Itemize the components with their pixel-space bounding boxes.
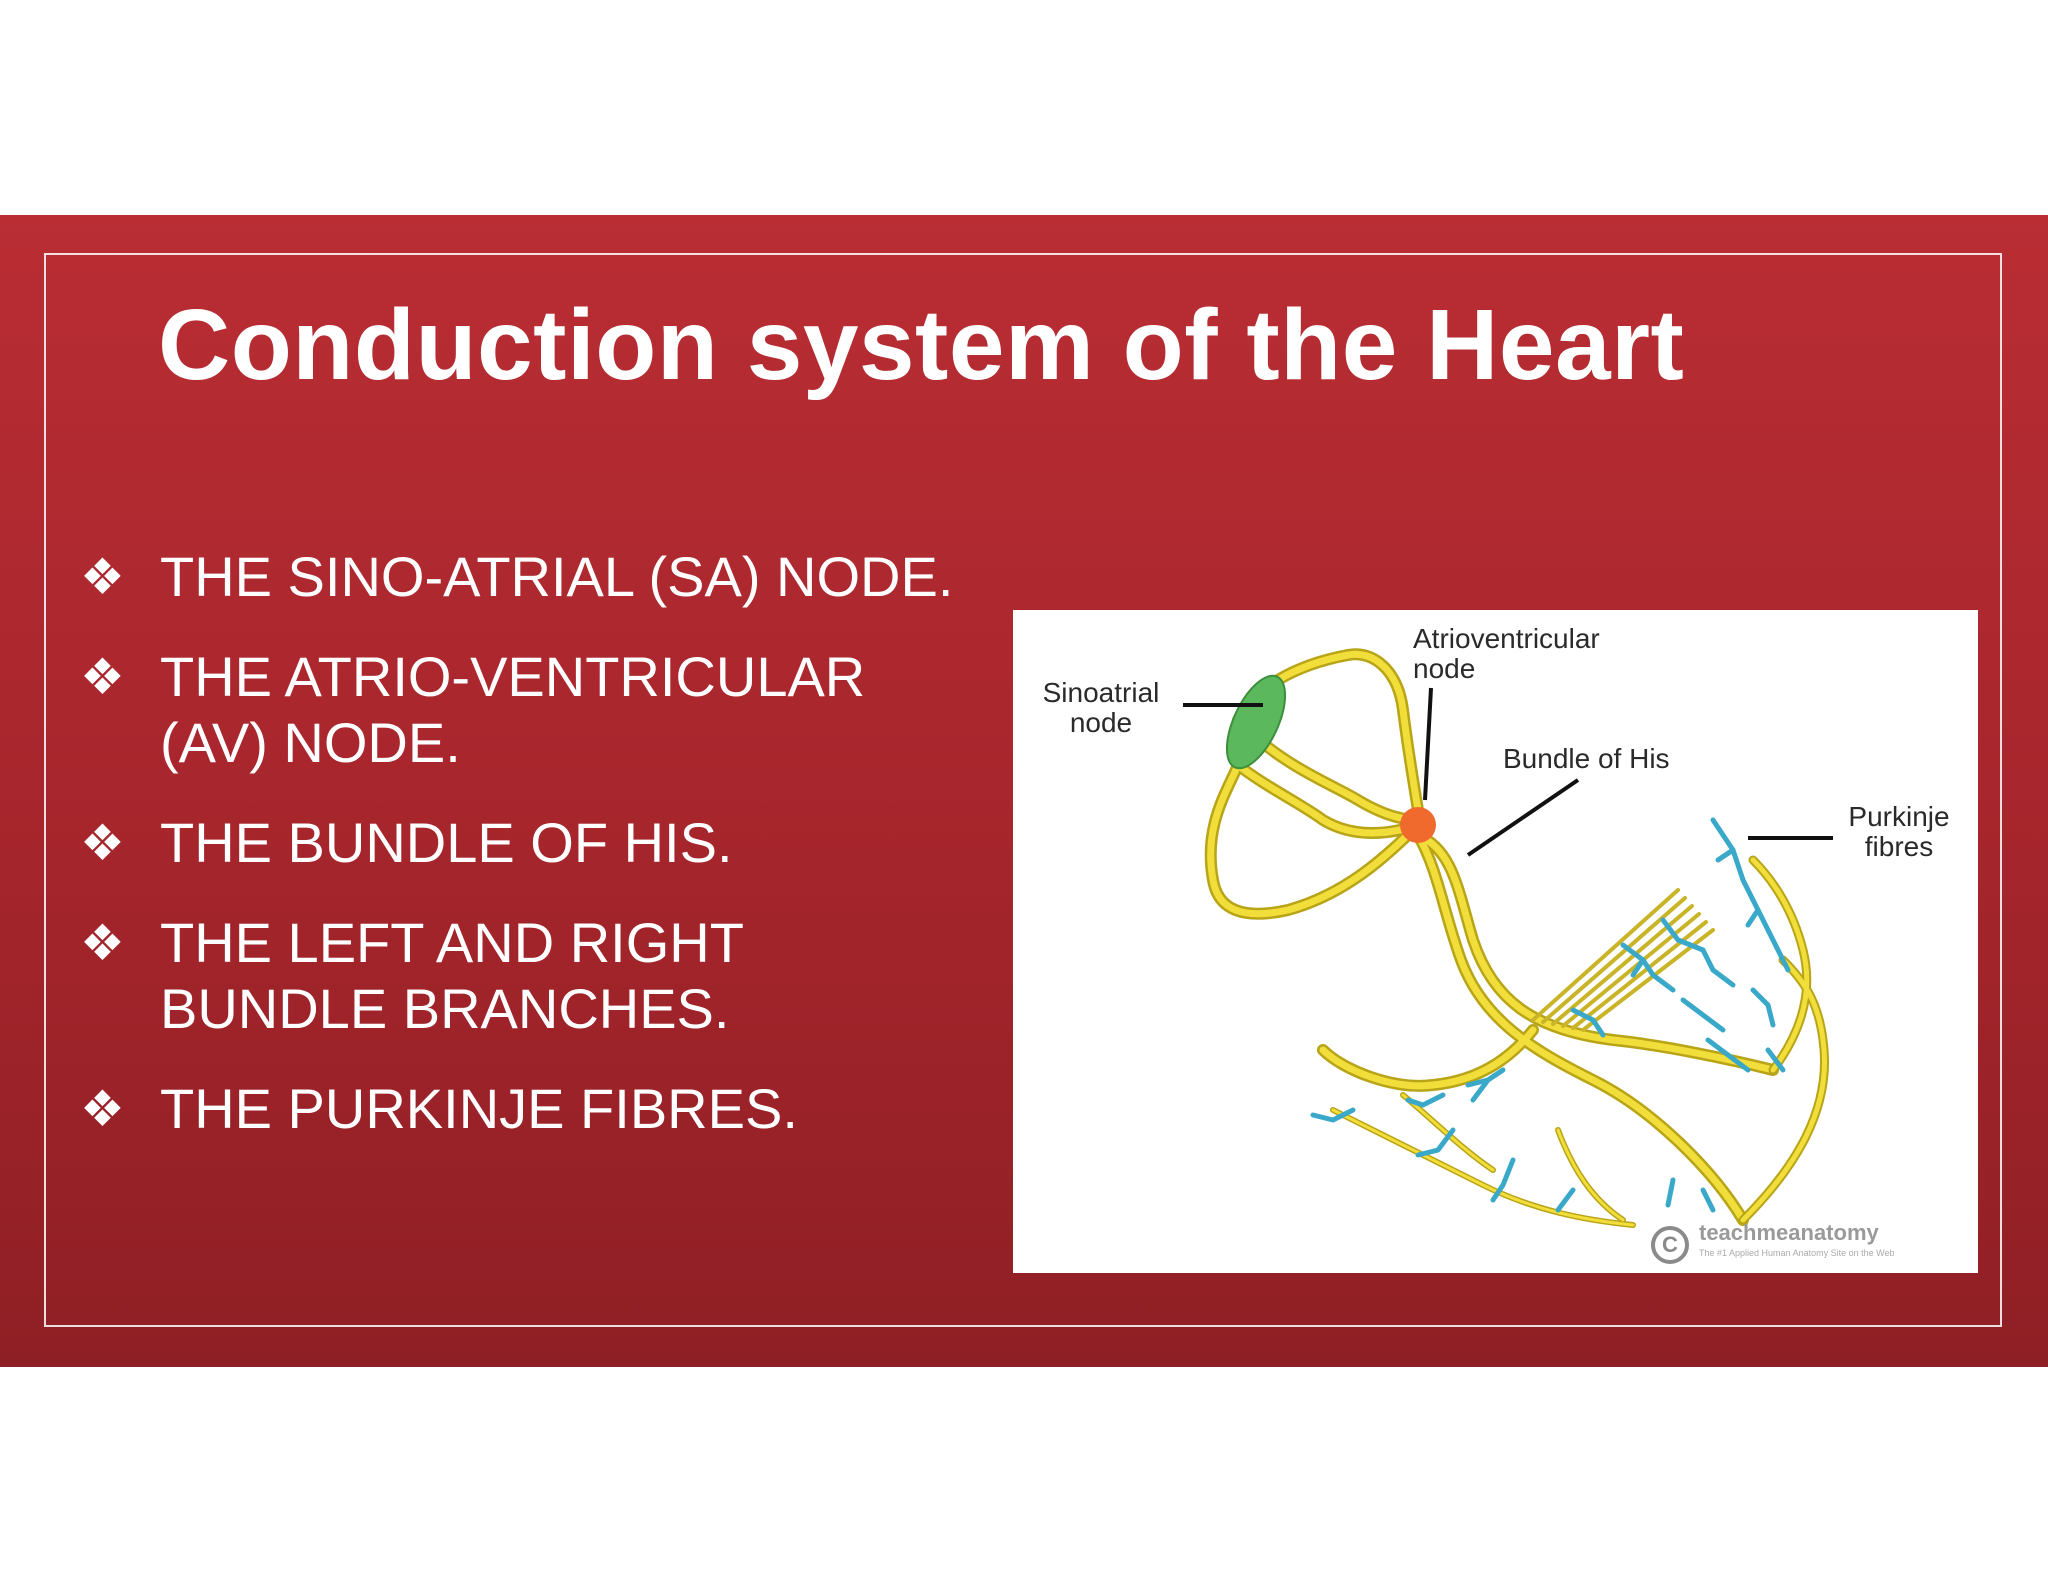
bullet-text: THE LEFT AND RIGHT BUNDLE BRANCHES. [160,911,743,1040]
copyright-icon: C [1651,1226,1689,1264]
label-av-node: Atrioventricular node [1413,623,1600,684]
slide-title: Conduction system of the Heart [158,289,1685,401]
bundle-branch-fan [1531,888,1715,1032]
bullet-text: THE SINO-ATRIAL (SA) NODE. [160,545,954,608]
bullet-text: THE PURKINJE FIBRES. [160,1077,798,1140]
leader-lines [1183,687,1833,857]
diamond-bullet-icon: ❖ [80,915,125,971]
list-item: ❖ THE PURKINJE FIBRES. [80,1076,980,1142]
diamond-bullet-icon: ❖ [80,649,125,705]
label-purkinje-fibres: Purkinje fibres [1848,801,1950,862]
conduction-diagram-art [1183,648,1833,1228]
watermark-tagline: The #1 Applied Human Anatomy Site on the… [1699,1248,1895,1258]
list-item: ❖ THE BUNDLE OF HIS. [80,810,980,876]
list-item: ❖ THE LEFT AND RIGHT BUNDLE BRANCHES. [80,910,980,1042]
list-item: ❖ THE SINO-ATRIAL (SA) NODE. [80,544,980,610]
sa-node-shape [1225,674,1287,770]
watermark-name: teachmeanatomy [1699,1220,1879,1245]
diamond-bullet-icon: ❖ [80,549,125,605]
purkinje-network [1310,817,1791,1213]
diamond-bullet-icon: ❖ [80,815,125,871]
atrial-pathway-fill [1207,650,1777,1224]
label-sa-node: Sinoatrial node [1042,677,1160,738]
conduction-diagram: Sinoatrial node Atrioventricular node Bu… [1013,610,1978,1273]
bullet-text: THE BUNDLE OF HIS. [160,811,733,874]
slide-frame [44,253,2002,1327]
label-bundle-of-his: Bundle of His [1503,743,1670,774]
watermark: C teachmeanatomy The #1 Applied Human An… [1651,1220,1971,1270]
lower-branches [1330,1092,1636,1228]
av-node-shape [1400,807,1436,843]
list-item: ❖ THE ATRIO-VENTRICULAR (AV) NODE. [80,644,980,776]
bullet-list: ❖ THE SINO-ATRIAL (SA) NODE. ❖ THE ATRIO… [80,544,980,1176]
right-bundle-fill [1740,857,1827,1223]
diamond-bullet-icon: ❖ [80,1081,125,1137]
bullet-text: THE ATRIO-VENTRICULAR (AV) NODE. [160,645,866,774]
